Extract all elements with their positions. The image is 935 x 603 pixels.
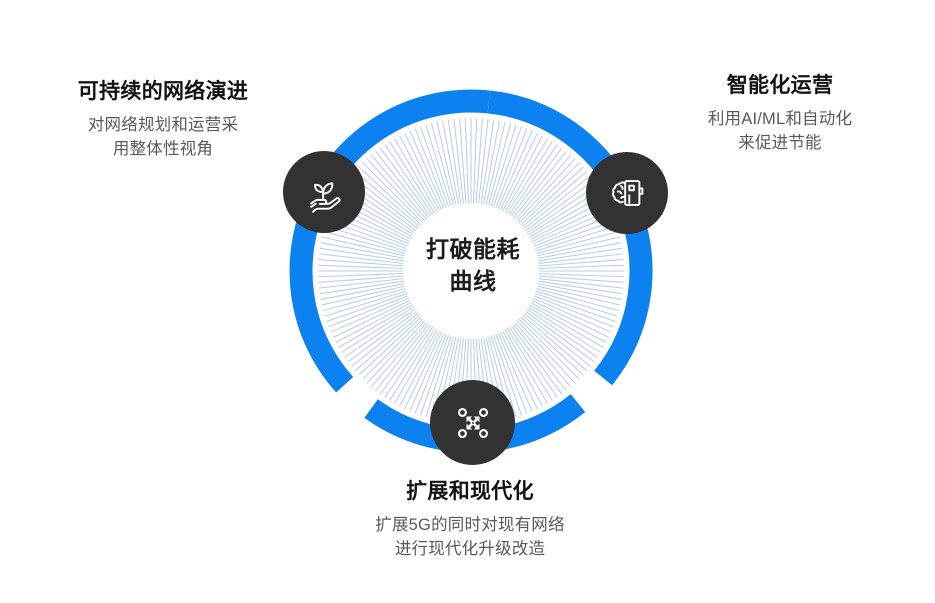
body-intelligent-operations: 利用AI/ML和自动化 来促进节能 bbox=[655, 108, 905, 155]
node-icon-sustainable-network-evolution[interactable] bbox=[283, 151, 365, 233]
text-block-sustainable-network-evolution: 可持续的网络演进 对网络规划和运营采 用整体性视角 bbox=[33, 79, 293, 161]
body-sustainable-network-evolution: 对网络规划和运营采 用整体性视角 bbox=[33, 114, 293, 161]
body-line: 扩展5G的同时对现有网络 bbox=[375, 516, 565, 535]
body-line: 进行现代化升级改造 bbox=[394, 539, 546, 558]
body-line: 利用AI/ML和自动化 bbox=[707, 110, 853, 129]
expand-nodes-icon bbox=[450, 400, 496, 446]
center-label-line-1: 打破能耗 bbox=[426, 236, 520, 262]
body-line: 对网络规划和运营采 bbox=[87, 116, 239, 135]
plant-in-hand-icon bbox=[302, 170, 346, 214]
text-block-scale-and-modernize: 扩展和现代化 扩展5G的同时对现有网络 进行现代化升级改造 bbox=[315, 479, 625, 561]
brain-server-icon bbox=[605, 171, 649, 215]
center-label: 打破能耗 曲线 bbox=[393, 234, 553, 297]
body-scale-and-modernize: 扩展5G的同时对现有网络 进行现代化升级改造 bbox=[315, 514, 625, 561]
body-line: 用整体性视角 bbox=[112, 139, 214, 158]
heading-sustainable-network-evolution: 可持续的网络演进 bbox=[77, 80, 249, 103]
node-icon-scale-and-modernize[interactable] bbox=[430, 380, 515, 465]
center-label-line-2: 曲线 bbox=[449, 267, 497, 294]
heading-intelligent-operations: 智能化运营 bbox=[726, 74, 834, 97]
node-icon-intelligent-operations[interactable] bbox=[586, 152, 668, 234]
body-line: 来促进节能 bbox=[738, 133, 822, 152]
heading-scale-and-modernize: 扩展和现代化 bbox=[406, 480, 534, 503]
text-block-intelligent-operations: 智能化运营 利用AI/ML和自动化 来促进节能 bbox=[655, 73, 905, 155]
center-disc bbox=[403, 203, 539, 339]
